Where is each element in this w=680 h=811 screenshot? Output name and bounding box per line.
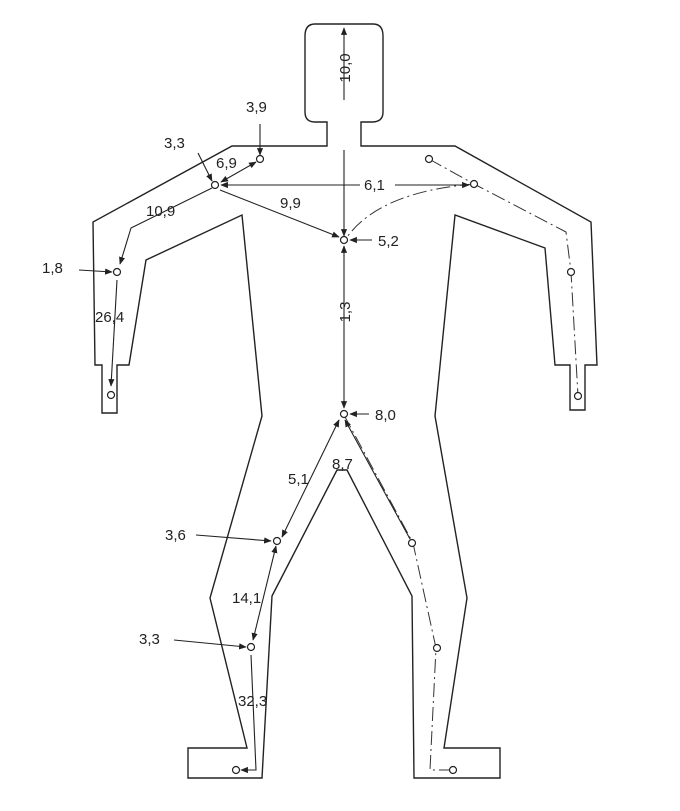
right-leg-centerline: [343, 414, 453, 771]
right-hand-joint: [573, 391, 583, 401]
elbow-offset-arrow: [78, 268, 113, 275]
hip-to-knee-left-arrow: [281, 419, 340, 538]
chest-center-joint: [339, 235, 349, 245]
upper-arm-arrow: [119, 187, 213, 265]
neck-joint: [255, 154, 265, 164]
shoulder-inner-arrow: [220, 161, 257, 183]
forearm-arrow: [108, 279, 118, 387]
body-outline: [92, 23, 598, 779]
right-shoulder-arc: [344, 183, 475, 241]
shoulder-span-label: 6,1: [364, 177, 385, 194]
elbow-offset-label: 1,8: [42, 260, 63, 277]
joints: [106, 154, 583, 775]
dimension-labels: 10,0 3,9 3,3 6,9 6,1 10,9 9,9 5,2 1,8 26…: [42, 53, 399, 710]
dimension-arrows: [78, 27, 470, 774]
right-shoulder-joint: [469, 179, 479, 189]
shin-arrow: [251, 545, 278, 641]
shoulder-inner-label: 6,9: [216, 155, 237, 172]
right-arm-centerline: [428, 158, 579, 397]
upper-arm-label: 10,9: [146, 203, 175, 220]
hip-to-knee-right-label: 8,7: [332, 456, 353, 473]
shoulder-drop-arrow: [197, 152, 213, 182]
forearm-label: 26,4: [95, 309, 124, 326]
left-elbow-joint: [112, 267, 122, 277]
right-foot-joint: [448, 765, 458, 775]
chest-center-label: 5,2: [378, 233, 399, 250]
torso-label: 1,3: [337, 302, 354, 323]
foot-length-label: 32,3: [238, 693, 267, 710]
left-foot-joint: [231, 765, 241, 775]
shoulder-to-center-label: 9,9: [280, 195, 301, 212]
hip-to-knee-right-arrow: [344, 419, 411, 540]
shin-label: 14,1: [232, 590, 261, 607]
shoulder-to-center-arrow: [219, 189, 340, 238]
left-knee-joint: [272, 536, 282, 546]
knee-offset-label: 3,6: [165, 527, 186, 544]
left-ankle-joint: [246, 642, 256, 652]
neck-offset-label: 3,9: [246, 99, 267, 116]
foot-length-arrow: [240, 654, 257, 774]
right-knee-joint: [407, 538, 417, 548]
ankle-offset-label: 3,3: [139, 631, 160, 648]
right-neck-joint: [424, 154, 434, 164]
hip-center-label: 8,0: [375, 407, 396, 424]
shoulder-drop-label: 3,3: [164, 135, 185, 152]
head-height-label: 10,0: [337, 53, 354, 82]
ankle-offset-arrow: [173, 639, 247, 650]
hip-to-knee-left-label: 5,1: [288, 471, 309, 488]
right-elbow-joint: [566, 267, 576, 277]
hip-center-joint: [339, 409, 349, 419]
left-shoulder-joint: [210, 180, 220, 190]
right-ankle-joint: [432, 643, 442, 653]
left-hand-joint: [106, 390, 116, 400]
knee-offset-arrow: [195, 534, 272, 544]
